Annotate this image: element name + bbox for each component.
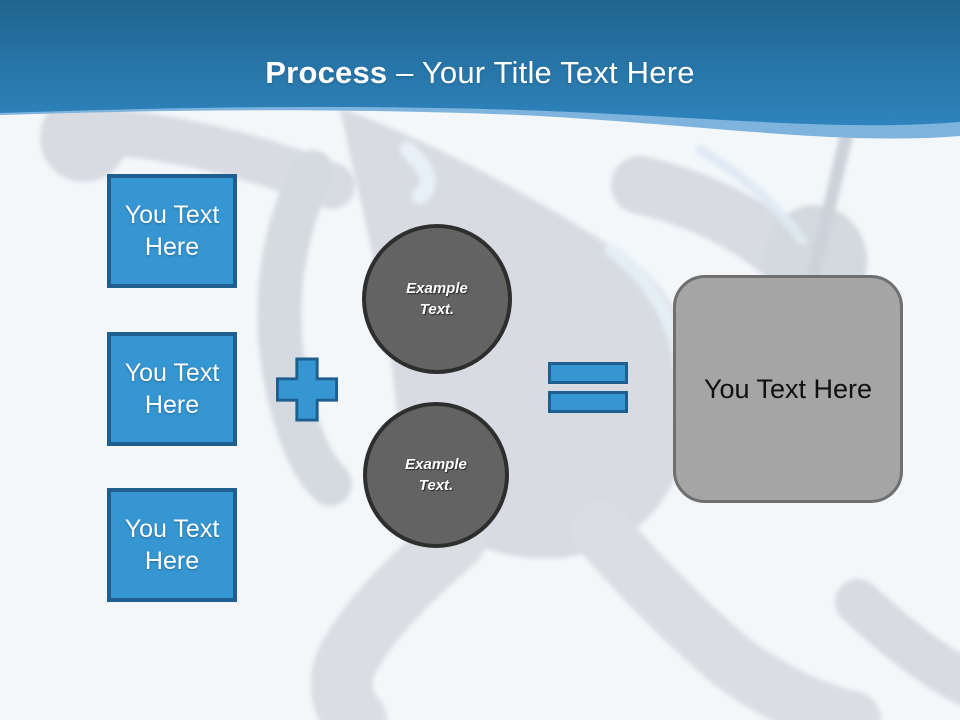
equals-bar-bottom: [548, 391, 628, 413]
equals-icon: [548, 362, 628, 413]
result-box-label: You Text Here: [703, 374, 873, 404]
input-box-1[interactable]: You Text Here: [107, 174, 237, 288]
input-box-2-label: You Text Here: [124, 359, 220, 419]
input-box-1-label: You Text Here: [124, 201, 220, 261]
example-circle-1-label: Example Text.: [406, 280, 468, 318]
example-circle-2[interactable]: Example Text.: [363, 402, 509, 548]
input-box-2[interactable]: You Text Here: [107, 332, 237, 446]
slide-title-emphasis: Process: [265, 55, 388, 90]
header-banner: [0, 0, 960, 139]
plus-icon: [276, 357, 338, 422]
equals-bar-top: [548, 362, 628, 384]
example-circle-2-label: Example Text.: [405, 456, 467, 494]
slide-title: Process – Your Title Text Here: [0, 54, 960, 92]
example-circle-1[interactable]: Example Text.: [362, 224, 512, 374]
result-box[interactable]: You Text Here: [673, 275, 903, 503]
input-box-3[interactable]: You Text Here: [107, 488, 237, 602]
slide-title-rest: – Your Title Text Here: [396, 55, 695, 90]
input-box-3-label: You Text Here: [124, 515, 220, 575]
